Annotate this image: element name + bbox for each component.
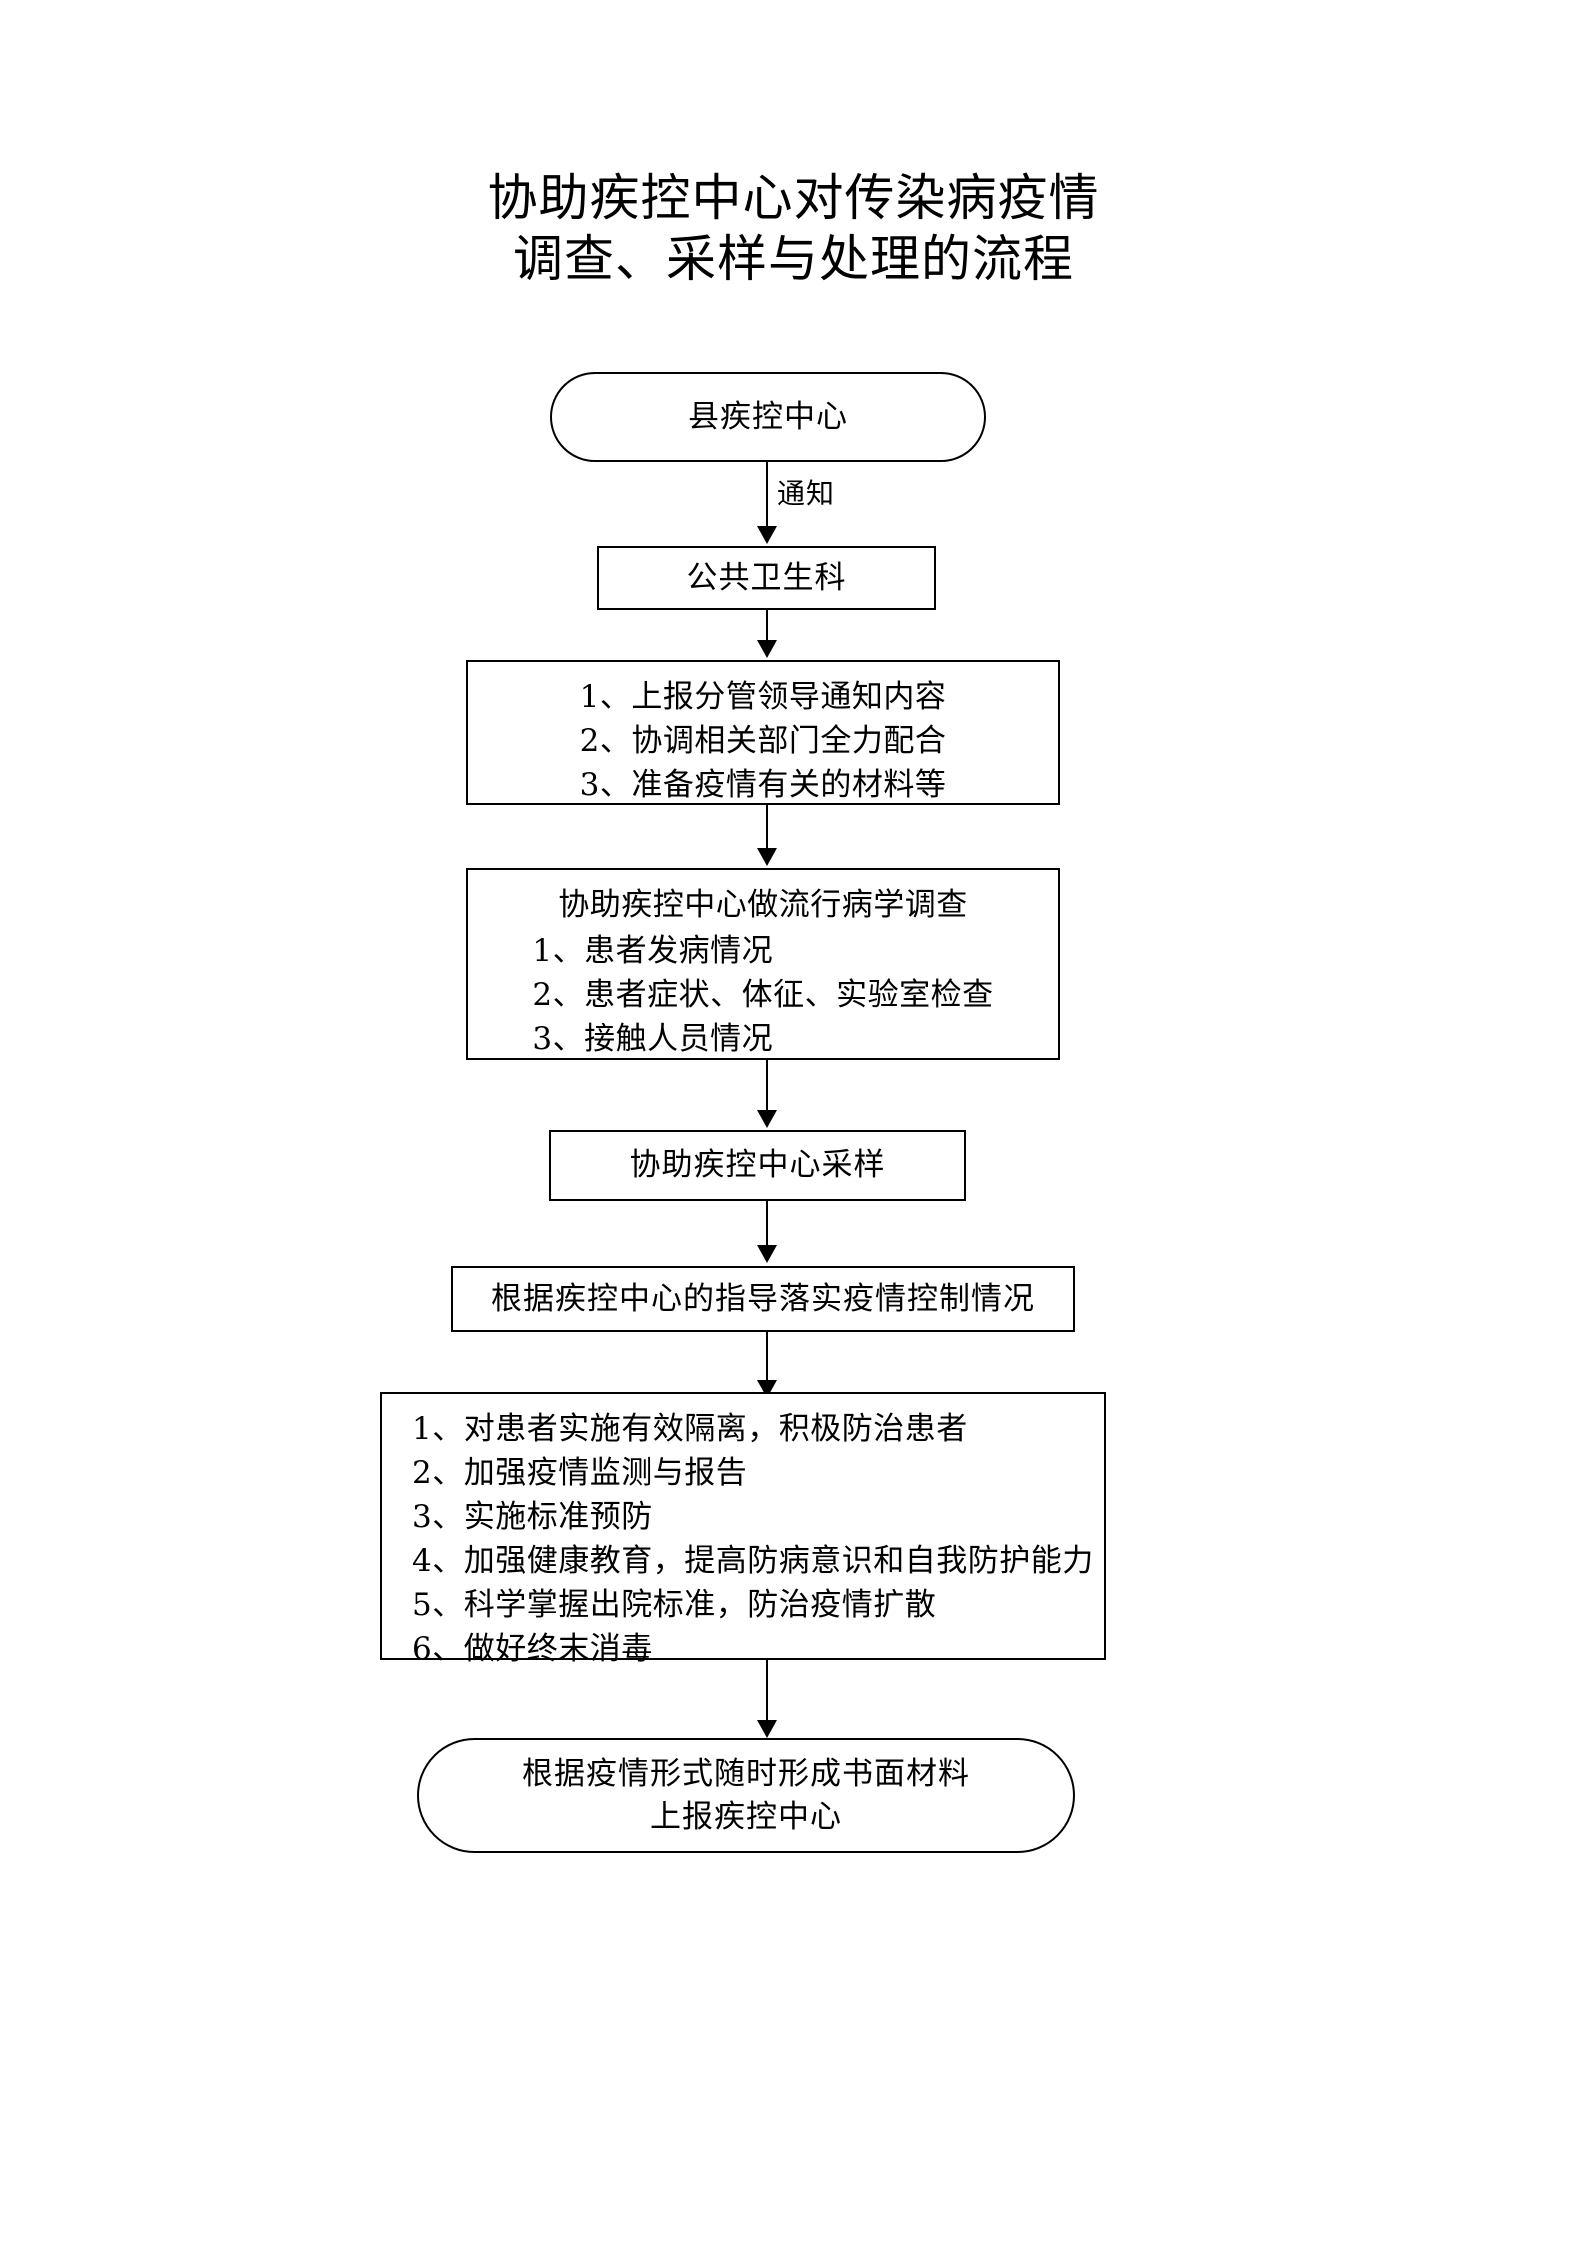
node-public-health-dept[interactable]: 公共卫生科 [597, 546, 936, 610]
node-control-measures[interactable]: 1、对患者实施有效隔离，积极防治患者 2、加强疫情监测与报告 3、实施标准预防 … [380, 1392, 1106, 1667]
list-item: 2、患者症状、体征、实验室检查 [532, 977, 994, 1014]
arrowhead-n3-n4 [757, 848, 777, 866]
connector-n1-n2 [766, 462, 768, 528]
node-control-measures-list: 1、对患者实施有效隔离，积极防治患者 2、加强疫情监测与报告 3、实施标准预防 … [382, 1407, 1104, 1671]
list-item: 4、加强健康教育，提高防病意识和自我防护能力 [412, 1543, 1094, 1580]
arrowhead-n4-n5 [757, 1110, 777, 1128]
list-item: 3、接触人员情况 [532, 1021, 774, 1058]
list-item: 1、对患者实施有效隔离，积极防治患者 [412, 1411, 968, 1447]
connector-n4-n5 [766, 1060, 768, 1112]
list-item: 6、做好终末消毒 [412, 1631, 653, 1668]
page-title-line-1: 协助疾控中心对传染病疫情 [487, 169, 1100, 227]
node-dept-actions[interactable]: 1、上报分管领导通知内容 2、协调相关部门全力配合 3、准备疫情有关的材料等 [466, 660, 1060, 805]
node-assist-sampling[interactable]: 协助疾控中心采样 [549, 1130, 966, 1201]
list-item: 5、科学掌握出院标准，防治疫情扩散 [412, 1587, 937, 1624]
node-epidemiological-investigation[interactable]: 协助疾控中心做流行病学调查 1、患者发病情况 2、患者症状、体征、实验室检查 3… [466, 868, 1060, 1060]
node-epidemiological-investigation-list: 1、患者发病情况 2、患者症状、体征、实验室检查 3、接触人员情况 [468, 929, 1058, 1061]
node-county-cdc[interactable]: 县疾控中心 [550, 372, 986, 462]
arrowhead-n2-n3 [757, 640, 777, 658]
list-item: 3、准备疫情有关的材料等 [579, 767, 947, 804]
connector-n7-n8 [766, 1660, 768, 1722]
list-item: 2、协调相关部门全力配合 [579, 723, 947, 760]
arrowhead-n1-n2 [757, 526, 777, 544]
node-assist-sampling-label: 协助疾控中心采样 [629, 1147, 886, 1184]
connector-n5-n6 [766, 1201, 768, 1247]
node-county-cdc-label: 县疾控中心 [688, 398, 848, 435]
list-item: 3、实施标准预防 [412, 1499, 653, 1536]
node-epidemiological-investigation-heading: 协助疾控中心做流行病学调查 [558, 887, 968, 923]
node-report-to-cdc[interactable]: 根据疫情形式随时形成书面材料 上报疾控中心 [417, 1738, 1075, 1853]
edge-label-notify: 通知 [777, 477, 836, 510]
node-public-health-dept-label: 公共卫生科 [686, 559, 847, 596]
connector-n6-n7 [766, 1332, 768, 1382]
list-item: 2、加强疫情监测与报告 [412, 1455, 748, 1492]
connector-n3-n4 [766, 805, 768, 850]
connector-n2-n3 [766, 610, 768, 642]
node-report-to-cdc-line-2: 上报疾控中心 [650, 1798, 842, 1835]
arrowhead-n7-n8 [757, 1720, 777, 1738]
node-report-to-cdc-line-1: 根据疫情形式随时形成书面材料 [522, 1756, 970, 1793]
page-title-line-2: 调查、采样与处理的流程 [513, 230, 1074, 288]
list-item: 1、上报分管领导通知内容 [579, 679, 947, 715]
list-item: 1、患者发病情况 [532, 933, 774, 970]
node-implement-control-label: 根据疾控中心的指导落实疫情控制情况 [491, 1280, 1035, 1317]
node-implement-control[interactable]: 根据疾控中心的指导落实疫情控制情况 [451, 1266, 1075, 1332]
arrowhead-n5-n6 [757, 1245, 777, 1263]
page-title: 协助疾控中心对传染病疫情 调查、采样与处理的流程 [0, 168, 1587, 290]
node-dept-actions-list: 1、上报分管领导通知内容 2、协调相关部门全力配合 3、准备疫情有关的材料等 [468, 675, 1058, 807]
